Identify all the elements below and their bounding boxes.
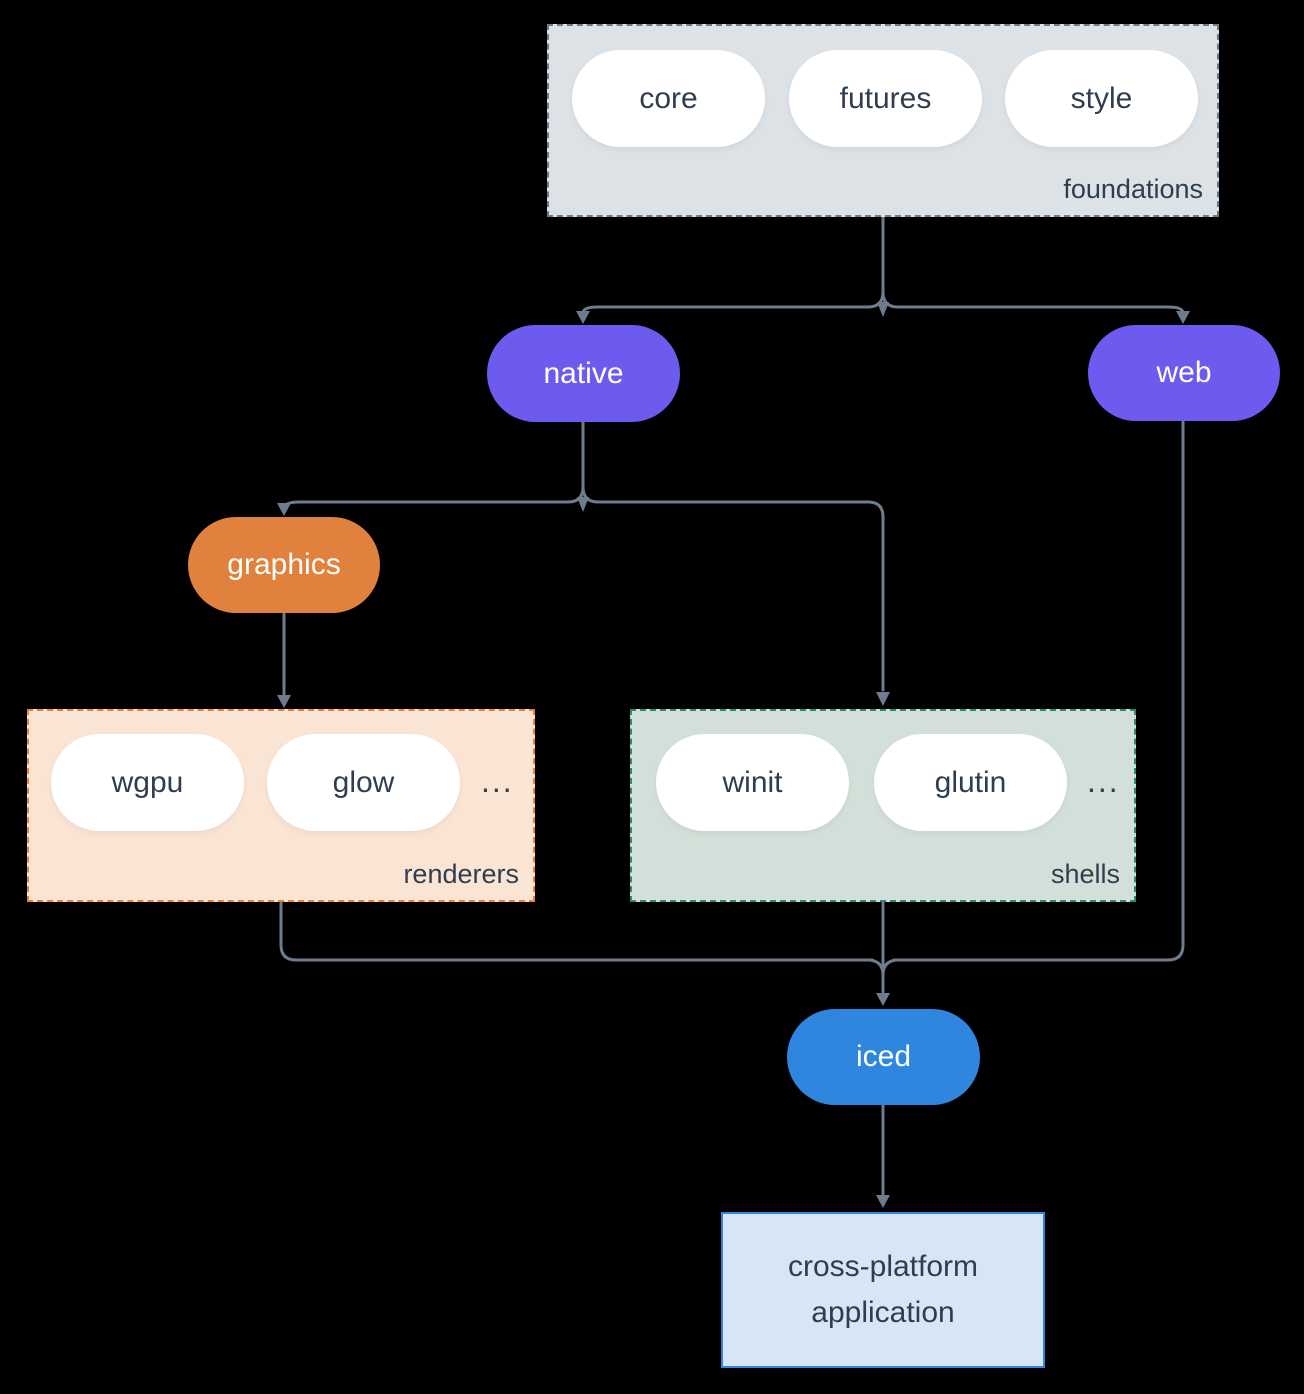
arrowhead-graphics — [277, 503, 291, 516]
edge-foundations-native — [581, 290, 885, 315]
node-style: style — [1005, 50, 1198, 147]
shells-ellipsis: ... — [1087, 763, 1120, 799]
fork-tip-foundations — [877, 302, 889, 317]
group-shells-label: shells — [1050, 859, 1120, 889]
node-wgpu: wgpu — [51, 734, 244, 831]
edge-foundations-web — [881, 290, 1185, 315]
arrowhead-web — [1176, 311, 1190, 324]
node-web: web — [1088, 325, 1280, 421]
arrowhead-application — [876, 1195, 890, 1208]
group-renderers-label: renderers — [403, 859, 519, 889]
group-renderers: wgpu glow ... renderers — [27, 709, 535, 902]
node-winit: winit — [656, 734, 849, 831]
edge-merge-flare-right — [881, 958, 899, 977]
node-glow: glow — [267, 734, 460, 831]
group-foundations-label: foundations — [1063, 174, 1203, 204]
node-application: cross-platform application — [721, 1212, 1045, 1368]
arrowhead-native — [576, 311, 590, 324]
edge-renderers-iced — [279, 901, 874, 962]
fork-tip-native — [577, 497, 589, 512]
group-shells: winit glutin ... shells — [630, 709, 1136, 902]
node-glutin: glutin — [874, 734, 1067, 831]
arrowhead-iced — [876, 993, 890, 1006]
group-foundations: core futures style foundations — [547, 24, 1219, 217]
edge-native-shells — [581, 485, 885, 692]
node-core: core — [572, 50, 765, 147]
edge-native-graphics — [282, 485, 585, 511]
edge-merge-flare-left — [867, 958, 885, 977]
arrowhead-renderers — [277, 695, 291, 708]
node-native: native — [487, 325, 680, 422]
renderers-ellipsis: ... — [481, 763, 514, 799]
node-futures: futures — [789, 50, 982, 147]
node-iced: iced — [787, 1009, 980, 1105]
node-graphics: graphics — [188, 517, 380, 613]
arrowhead-shells — [876, 692, 890, 706]
